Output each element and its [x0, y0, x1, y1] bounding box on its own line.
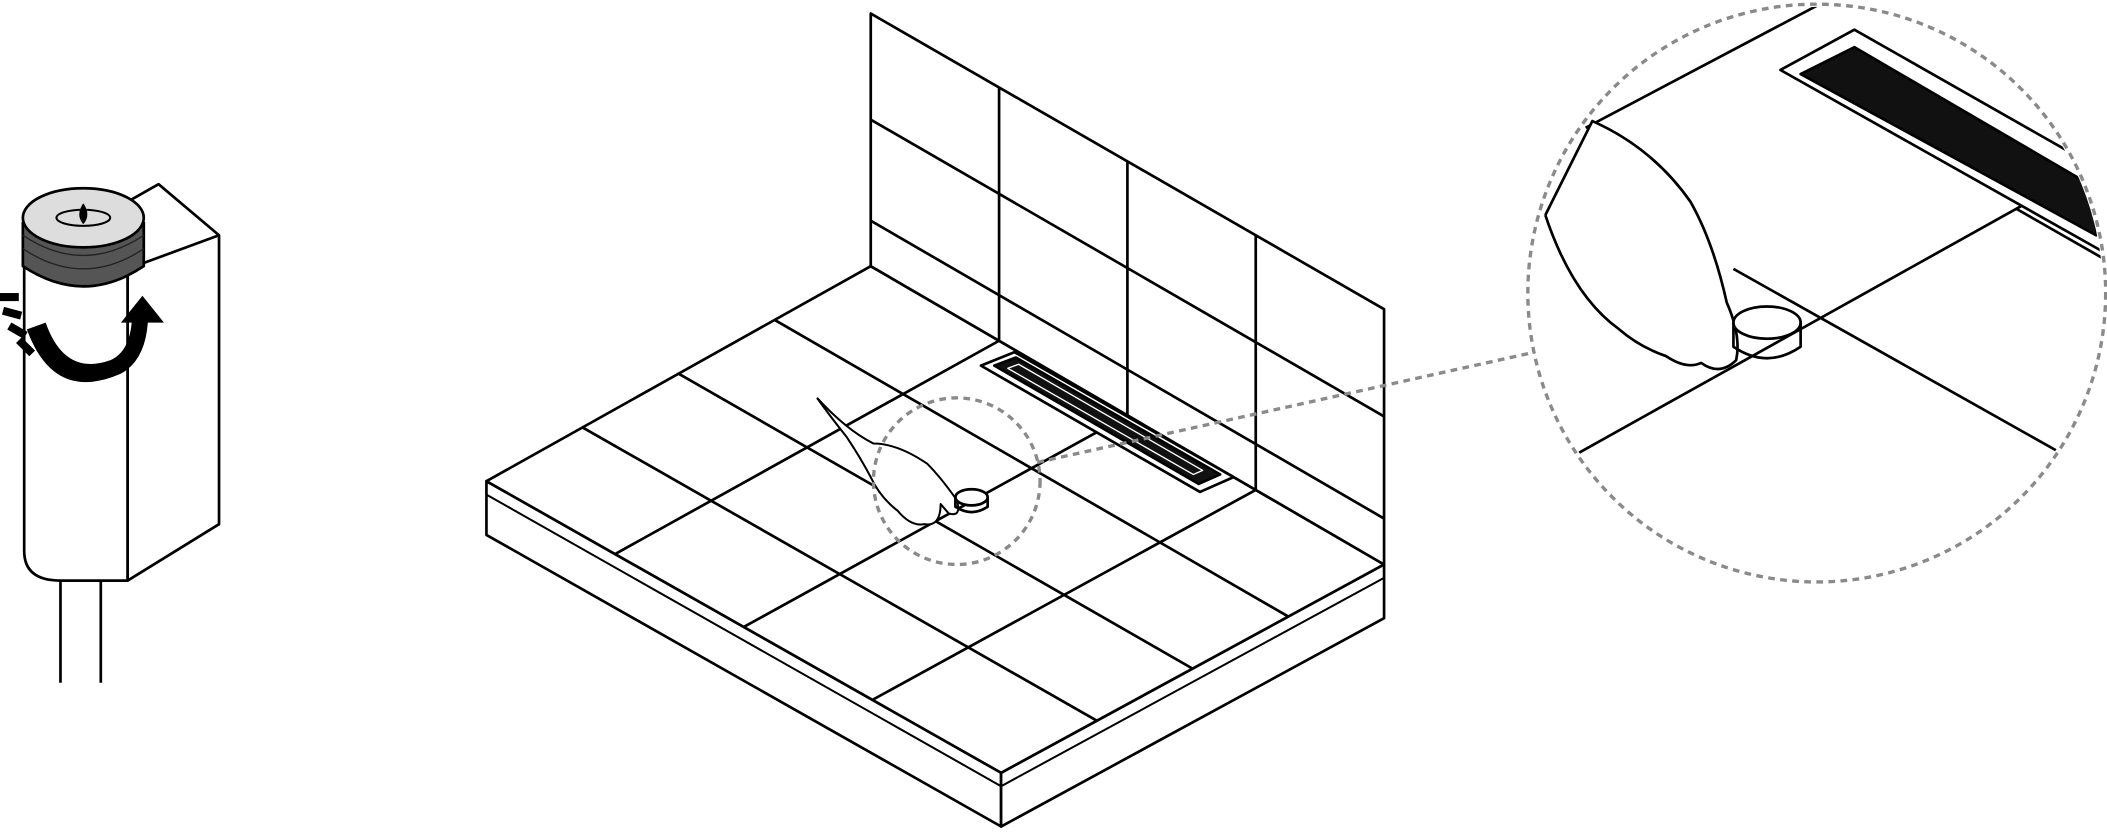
- floor-grout-line: [581, 426, 1098, 722]
- wall-grout-line: [870, 118, 1385, 418]
- callout-small-circle: [871, 396, 1042, 567]
- hand-with-plug-icon: [816, 397, 989, 526]
- callout-large-circle: [1526, 2, 2107, 584]
- magnified-detail: [1544, 6, 2103, 456]
- detail-callout: [871, 2, 2107, 584]
- linear-drain: [979, 350, 1235, 494]
- drain-detail: [1779, 28, 2103, 264]
- knob: [21, 186, 146, 288]
- rotate-arrow-icon: [0, 293, 164, 383]
- valve-unit: [0, 182, 221, 683]
- callout-leader: [1037, 350, 1535, 464]
- shower-tray: [485, 12, 1386, 828]
- wall-grout-line: [870, 219, 1385, 520]
- wall-tile-grid: [870, 87, 1385, 520]
- plug-icon: [1732, 305, 1802, 341]
- hand-detail-icon: [1544, 119, 1802, 371]
- floor-grout-line: [871, 488, 1257, 702]
